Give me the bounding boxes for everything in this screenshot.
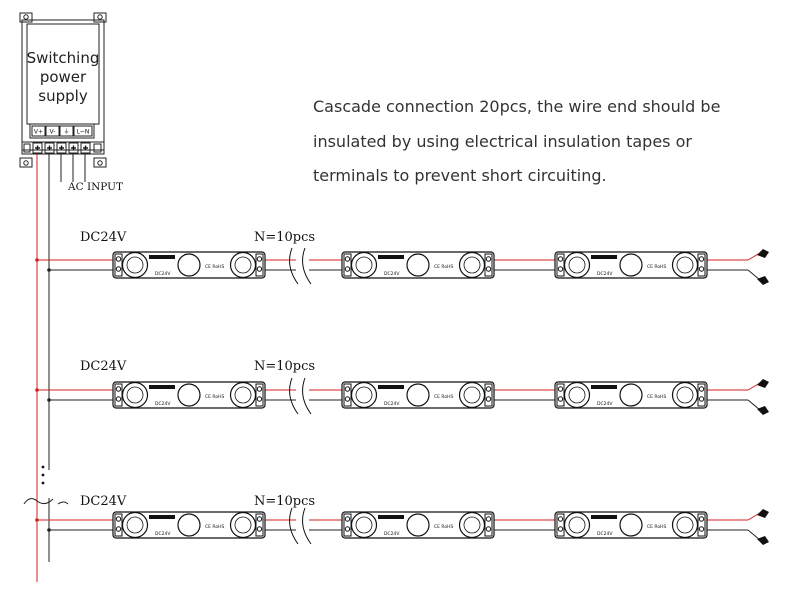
psu-title-line-2: power (40, 68, 87, 86)
module-cert-text: CE RoHS (434, 524, 453, 530)
ac-input-label: AC INPUT (67, 181, 123, 193)
psu-title-line-3: supply (38, 87, 88, 105)
count-label: N=10pcs (254, 494, 315, 509)
module-cert-text: CE RoHS (205, 394, 224, 400)
row-wiring: DC24V CE RoHS DC24V CE RoHS DC24V CE RoHS (35, 507, 769, 545)
module-voltage-text: DC24V (155, 401, 171, 407)
module-cert-text: CE RoHS (434, 264, 453, 270)
note-line-2: insulated by using electrical insulation… (313, 132, 692, 151)
module-cert-text: CE RoHS (647, 264, 666, 270)
note-line-3: terminals to prevent short circuiting. (313, 166, 607, 185)
ac-input-leads (60, 154, 86, 182)
led-module: DC24V CE RoHS (554, 381, 708, 409)
led-module: DC24V CE RoHS (112, 511, 266, 539)
led-module: DC24V CE RoHS (341, 511, 495, 539)
module-cert-text: CE RoHS (647, 394, 666, 400)
module-voltage-text: DC24V (155, 531, 171, 537)
terminal-label-vminus: V- (50, 129, 56, 136)
row-wiring: DC24V CE RoHS DC24V CE RoHS DC24V CE RoHS (35, 377, 769, 415)
led-module: DC24V CE RoHS (341, 381, 495, 409)
voltage-label: DC24V (80, 230, 127, 245)
continuation-dots (41, 465, 45, 485)
led-module: DC24V CE RoHS (112, 251, 266, 279)
module-cert-text: CE RoHS (205, 524, 224, 530)
count-label: N=10pcs (254, 230, 315, 245)
led-module: DC24V CE RoHS (341, 251, 495, 279)
terminal-label-ground: ⏚ (63, 129, 69, 136)
module-cert-text: CE RoHS (647, 524, 666, 530)
module-voltage-text: DC24V (597, 531, 613, 537)
led-module: DC24V CE RoHS (554, 511, 708, 539)
row-wiring: DC24V CE RoHS DC24V CE RoHS DC24V CE RoHS (35, 247, 769, 285)
power-supply: Switching power supply V+ V- ⏚ L~N (19, 12, 107, 168)
module-voltage-text: DC24V (384, 271, 400, 277)
module-voltage-text: DC24V (155, 271, 171, 277)
led-module: DC24V CE RoHS (112, 381, 266, 409)
count-label: N=10pcs (254, 359, 315, 374)
voltage-label: DC24V (80, 359, 127, 374)
module-cert-text: CE RoHS (205, 264, 224, 270)
note-line-1: Cascade connection 20pcs, the wire end s… (313, 97, 720, 116)
voltage-label: DC24V (80, 494, 127, 509)
led-module: DC24V CE RoHS (554, 251, 708, 279)
module-voltage-text: DC24V (597, 271, 613, 277)
module-cert-text: CE RoHS (434, 394, 453, 400)
main-bus (23, 154, 69, 582)
module-voltage-text: DC24V (384, 531, 400, 537)
psu-title-line-1: Switching (27, 49, 100, 67)
module-voltage-text: DC24V (597, 401, 613, 407)
terminal-label-vplus: V+ (34, 129, 43, 136)
module-voltage-text: DC24V (384, 401, 400, 407)
terminal-label-ln: L~N (77, 129, 90, 136)
